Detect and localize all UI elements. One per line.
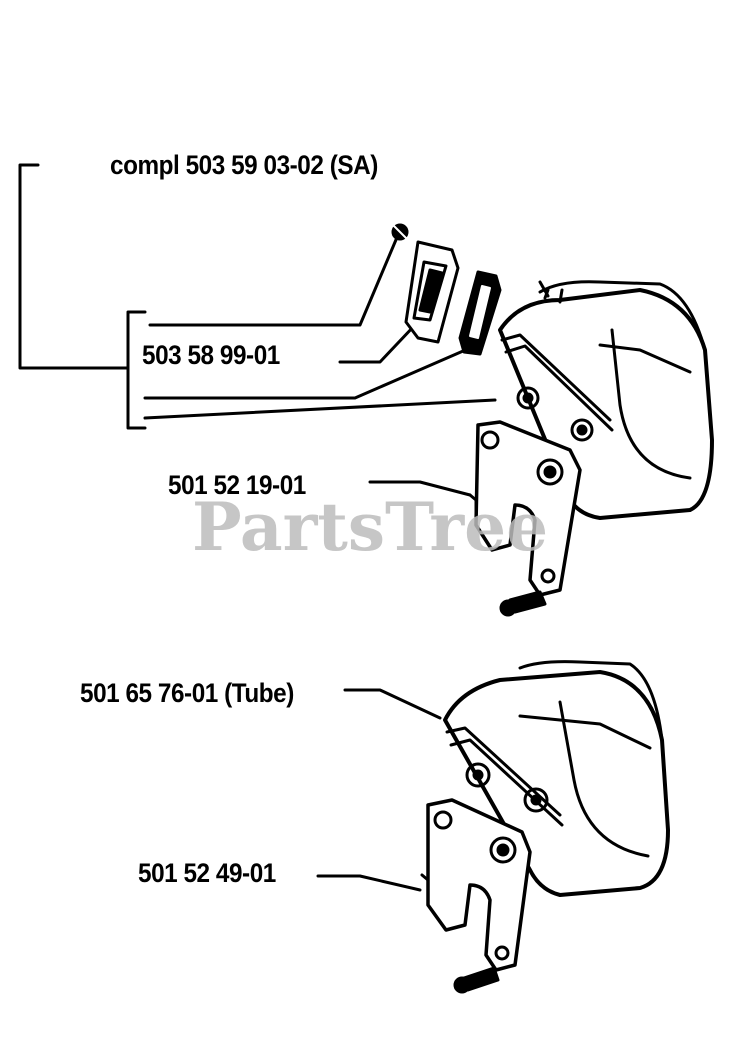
top-screw-icon [391, 223, 409, 241]
upper-bracket-part-number: 501 52 19-01 [168, 470, 306, 500]
gasket-kit-part-number: 503 58 99-01 [142, 340, 280, 370]
lower-bottom-screw-icon [453, 966, 500, 994]
assembly-bracket [18, 163, 130, 370]
muffler-tube-part-number: 501 65 76-01 (Tube) [80, 678, 294, 708]
assembly-part-number: compl 503 59 03-02 (SA) [110, 150, 378, 180]
upper-muffler-icon [498, 280, 714, 520]
lower-leader-lines [316, 688, 442, 892]
gasket-icon [458, 270, 502, 356]
flange-plate-icon [404, 240, 460, 344]
upper-bracket-icon [468, 420, 582, 597]
upper-bottom-screw-icon [499, 590, 547, 617]
lower-bracket-part-number: 501 52 49-01 [138, 858, 276, 888]
kit-bracket [126, 310, 147, 430]
watermark: PartsTree [192, 488, 549, 566]
upper-leader-lines [143, 233, 497, 497]
lower-muffler-icon [443, 660, 670, 897]
lower-bracket-icon [420, 798, 532, 972]
